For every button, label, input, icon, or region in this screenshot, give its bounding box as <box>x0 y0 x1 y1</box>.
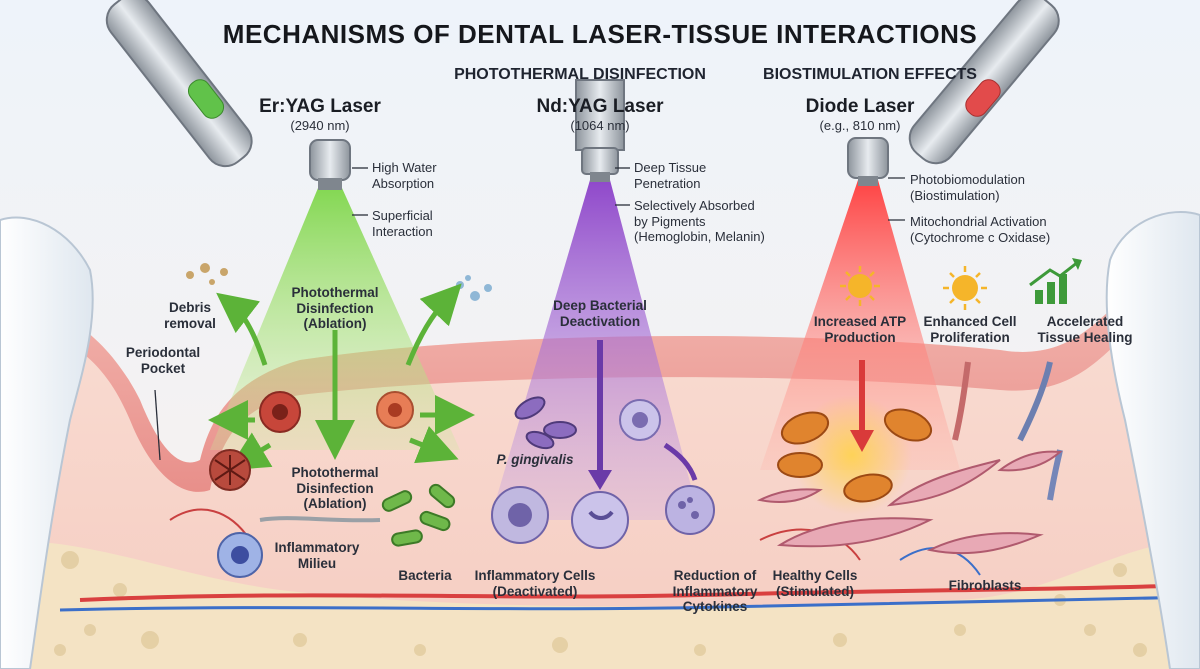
diode-note-mitochondria: Mitochondrial Activation (Cytochrome c O… <box>910 214 1051 245</box>
ndYAG-effect: Deep Bacterial Deactivation <box>553 298 647 329</box>
red-arrow-head <box>850 430 874 452</box>
purple-arrow-small <box>663 442 698 481</box>
immune-cell-icon <box>217 532 263 578</box>
laser-handpiece-icon <box>105 0 351 190</box>
erYAG-effect-bottom: Photothermal Disinfection (Ablation) <box>291 465 379 512</box>
label-debris-removal: Debris removal <box>164 300 216 331</box>
ndYAG-note-penetration: Deep Tissue Penetration <box>634 160 707 191</box>
bacteria-icon <box>381 483 456 547</box>
sun-icon <box>840 266 880 306</box>
diode-name: Diode Laser <box>805 96 915 117</box>
tooth-right <box>1105 211 1200 669</box>
mitochondria-icon <box>777 408 933 503</box>
erYAG-effect-top: Photothermal Disinfection (Ablation) <box>291 285 379 332</box>
immune-cell-icon <box>491 399 715 549</box>
label-inflammatory-cells: Inflammatory Cells (Deactivated) <box>474 568 596 599</box>
bacteria-icon <box>209 391 414 491</box>
erYAG-name: Er:YAG Laser <box>259 96 381 117</box>
growth-chart-icon <box>1029 258 1082 304</box>
label-periodontal-pocket: Periodontal Pocket <box>125 345 201 376</box>
ndYAG-name: Nd:YAG Laser <box>536 96 664 117</box>
sun-icon <box>943 266 987 310</box>
label-healthy-cells: Healthy Cells (Stimulated) <box>772 568 858 599</box>
erYAG-note-absorption: High Water Absorption <box>372 160 437 191</box>
debris-icon <box>186 263 228 285</box>
purple-arrow-head <box>588 470 612 490</box>
section-biostimulation: BIOSTIMULATION EFFECTS <box>763 66 977 83</box>
label-bacteria: Bacteria <box>398 568 452 583</box>
label-fibroblasts: Fibroblasts <box>948 578 1022 593</box>
ndYAG-wavelength: (1064 nm) <box>570 118 630 133</box>
diode-note-photobiomodulation: Photobiomodulation (Biostimulation) <box>910 172 1025 203</box>
erYAG-beam <box>210 188 460 450</box>
label-p-gingivalis: P. gingivalis <box>496 452 574 467</box>
diode-beam <box>760 180 960 470</box>
diode-effect: Increased ATP Production <box>813 314 907 345</box>
bacteria-icon <box>514 396 577 450</box>
section-disinfection: PHOTOTHERMAL DISINFECTION <box>454 66 706 83</box>
laser-handpiece-icon <box>847 0 1060 186</box>
diagram-title: MECHANISMS OF DENTAL LASER-TISSUE INTERA… <box>222 19 978 49</box>
ndYAG-note-pigments: Selectively Absorbed by Pigments (Hemogl… <box>634 198 765 245</box>
tooth-left <box>0 216 94 669</box>
annotation-lines <box>154 167 905 461</box>
fiber <box>259 516 381 523</box>
diode-wavelength: (e.g., 810 nm) <box>819 118 901 133</box>
green-arrows <box>208 283 475 471</box>
label-accelerated-healing: Accelerated Tissue Healing <box>1037 314 1133 345</box>
erYAG-note-interaction: Superficial Interaction <box>372 208 433 239</box>
laser-handpiece-icon <box>575 79 625 182</box>
fibroblast-icon <box>756 450 1063 555</box>
label-cytokines: Reduction of Inflammatory Cytokines <box>672 568 758 615</box>
label-enhanced-cell: Enhanced Cell Proliferation <box>923 314 1017 345</box>
label-inflammatory-milieu: Inflammatory Milieu <box>274 540 360 571</box>
erYAG-wavelength: (2940 nm) <box>290 118 350 133</box>
